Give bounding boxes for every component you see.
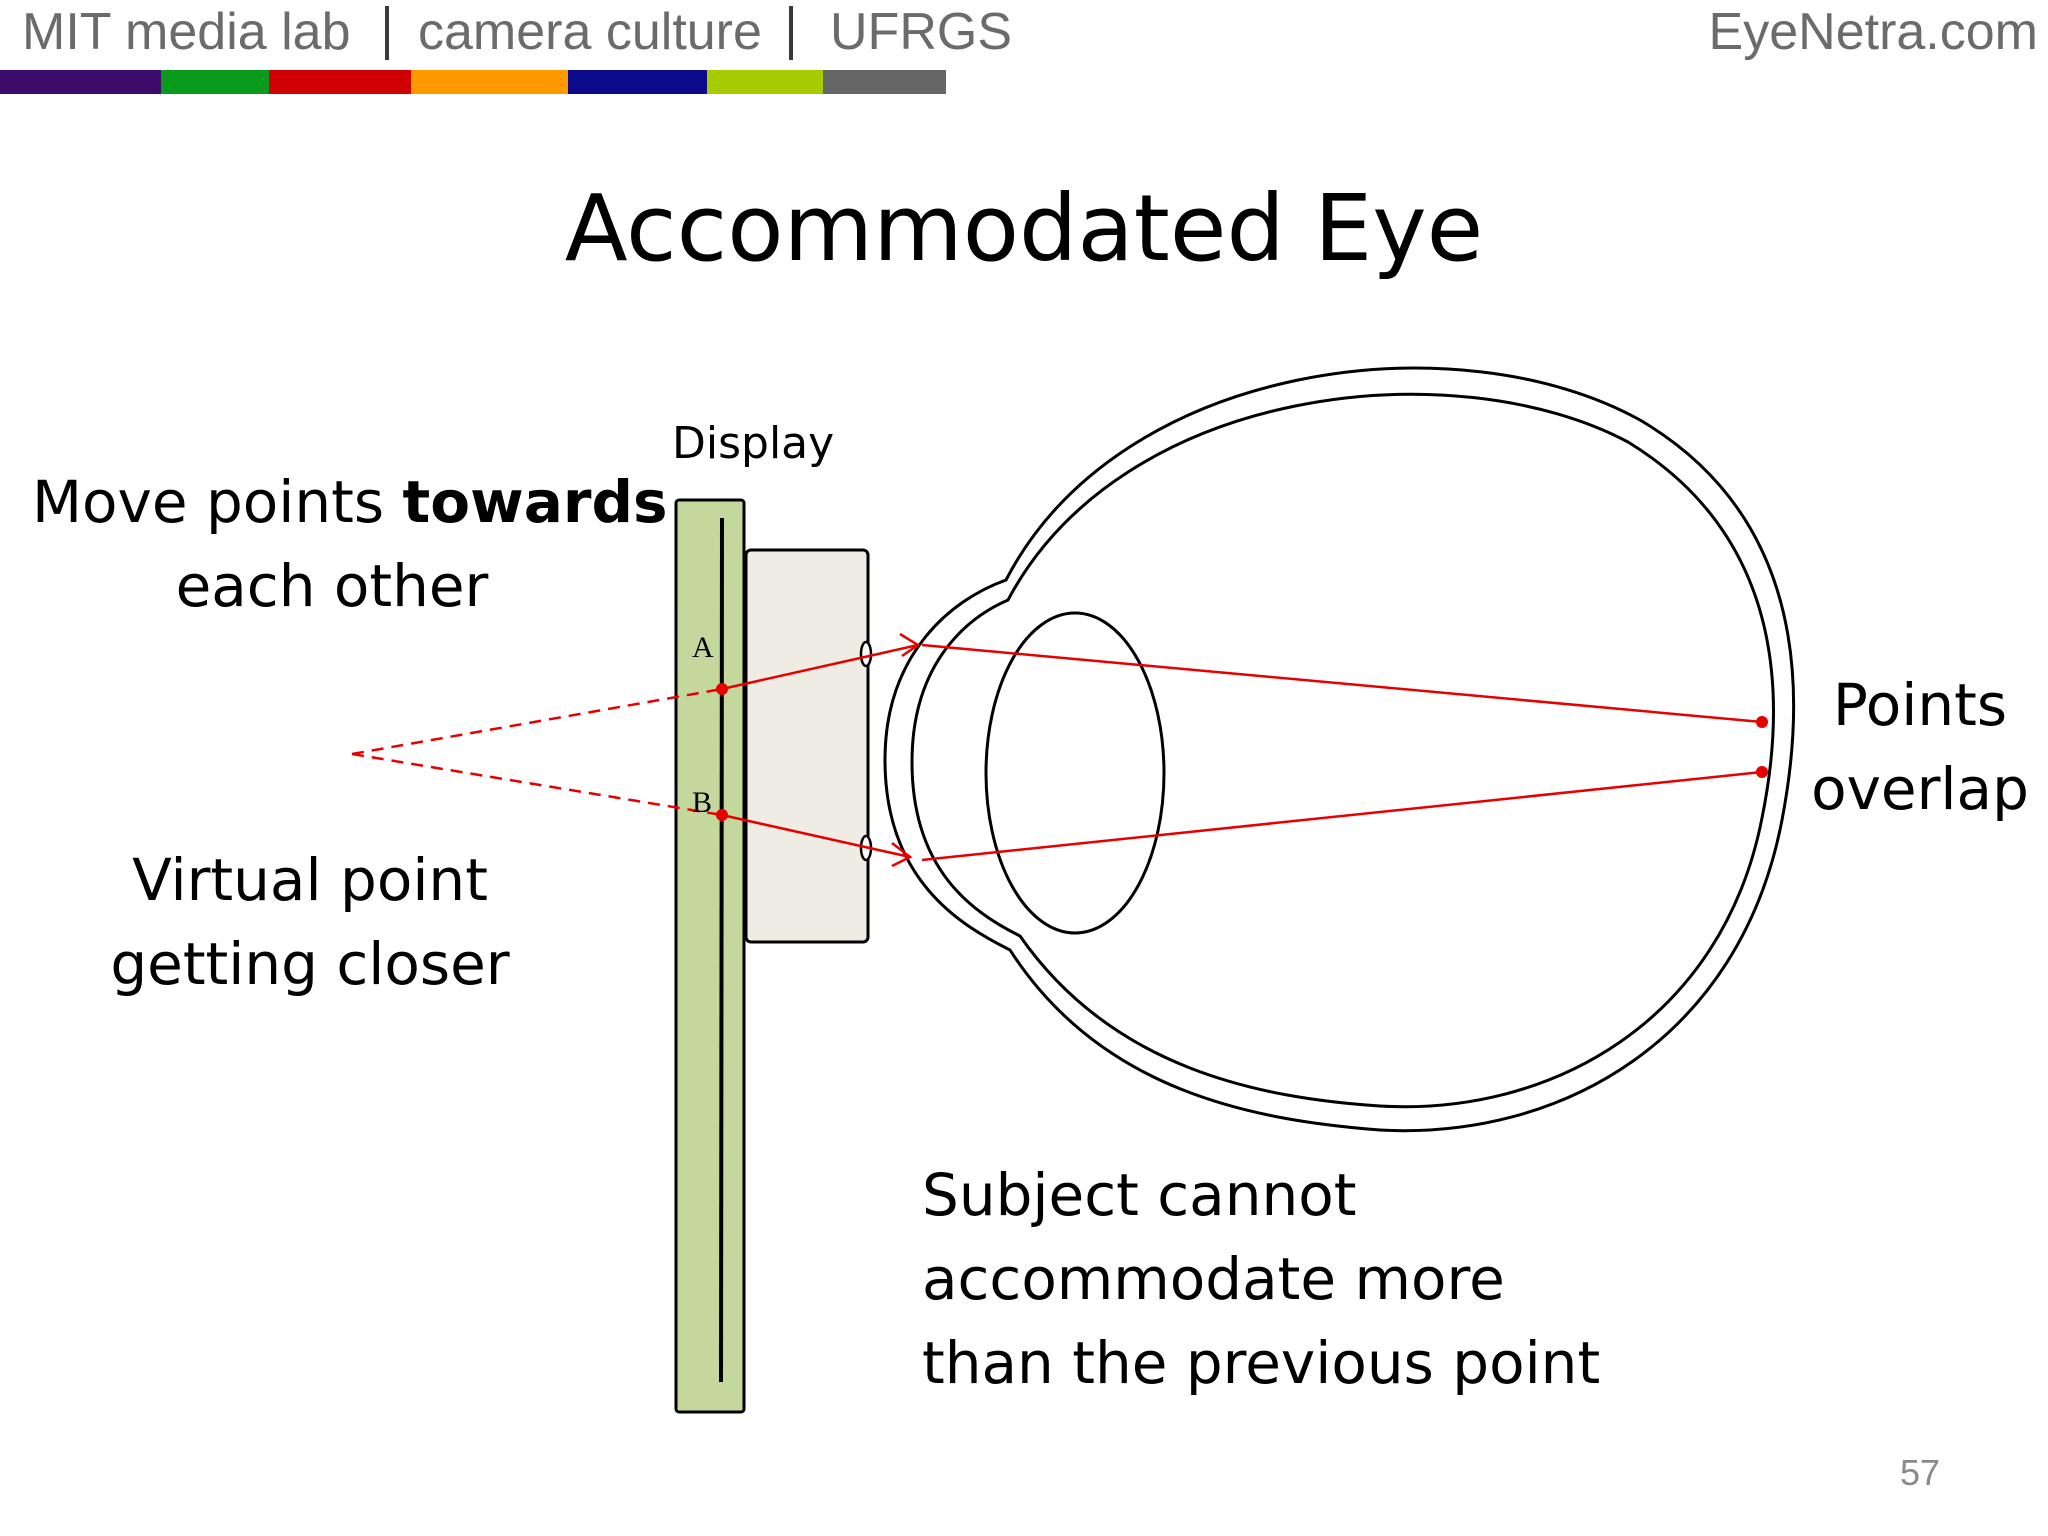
points-overlap-line-1: Points xyxy=(1832,671,2008,739)
header-camera-culture: camera culture xyxy=(418,3,762,61)
crystalline-lens xyxy=(984,611,1166,935)
virtual-ray-lower xyxy=(351,752,723,817)
color-bar-segment xyxy=(411,70,568,94)
color-bar-segment xyxy=(161,70,269,94)
retina-point-upper xyxy=(1756,716,1768,728)
ray-lower-to-retina xyxy=(921,770,1763,862)
points-overlap-line-2: overlap xyxy=(1811,755,2029,823)
header-separator xyxy=(385,6,389,60)
display-surface-line xyxy=(719,517,724,1383)
virtual-point-line-2: getting closer xyxy=(110,930,510,998)
instruction-bold: towards xyxy=(402,468,668,536)
point-b-dot xyxy=(716,809,728,821)
virtual-point-text: Virtual point getting closer xyxy=(110,838,510,1006)
subject-text: Subject cannot accommodate more than the… xyxy=(922,1153,1600,1405)
virtual-point-line-1: Virtual point xyxy=(132,846,488,914)
instruction-text: Move points towards each other xyxy=(32,460,667,628)
page-number: 57 xyxy=(1900,1452,1941,1493)
lens-housing xyxy=(744,548,870,944)
header-separator xyxy=(789,6,793,60)
instruction-plain: Move points xyxy=(32,468,403,536)
instruction-line-2: each other xyxy=(175,552,489,620)
ray-a-arrowhead xyxy=(899,632,921,658)
color-bar-segment xyxy=(707,70,823,94)
color-bar-segment xyxy=(568,70,707,94)
header-site: EyeNetra.com xyxy=(1708,3,2038,61)
header-color-bar xyxy=(0,70,946,94)
point-a-label: A xyxy=(692,631,714,664)
eye-outer-wall xyxy=(883,366,1796,1133)
subject-line-2: accommodate more xyxy=(922,1245,1505,1313)
instruction-line-1: Move points towards xyxy=(32,460,667,544)
point-b-label: B xyxy=(692,786,712,819)
subject-line-1: Subject cannot xyxy=(922,1161,1357,1229)
ray-b-arrowhead xyxy=(891,842,913,868)
color-bar-segment xyxy=(0,70,161,94)
display-panel xyxy=(674,498,746,1414)
retina-point-lower xyxy=(1756,766,1768,778)
color-bar-segment xyxy=(823,70,946,94)
color-bar-segment xyxy=(269,70,411,94)
point-a-dot xyxy=(716,683,728,695)
display-label: Display xyxy=(672,418,835,469)
small-lens-top xyxy=(859,640,873,668)
eye-inner-wall xyxy=(910,392,1775,1109)
header-ufrgs: UFRGS xyxy=(830,3,1012,61)
subject-line-3: than the previous point xyxy=(922,1329,1601,1397)
slide-title: Accommodated Eye xyxy=(564,175,1484,282)
ray-b-to-lens xyxy=(721,813,911,859)
points-overlap-text: Points overlap xyxy=(1800,663,2040,831)
virtual-ray-upper xyxy=(351,687,723,756)
ray-upper-to-retina xyxy=(921,643,1763,724)
ray-a-to-lens xyxy=(721,643,919,691)
header-mit-media-lab: MIT media lab xyxy=(22,3,351,61)
